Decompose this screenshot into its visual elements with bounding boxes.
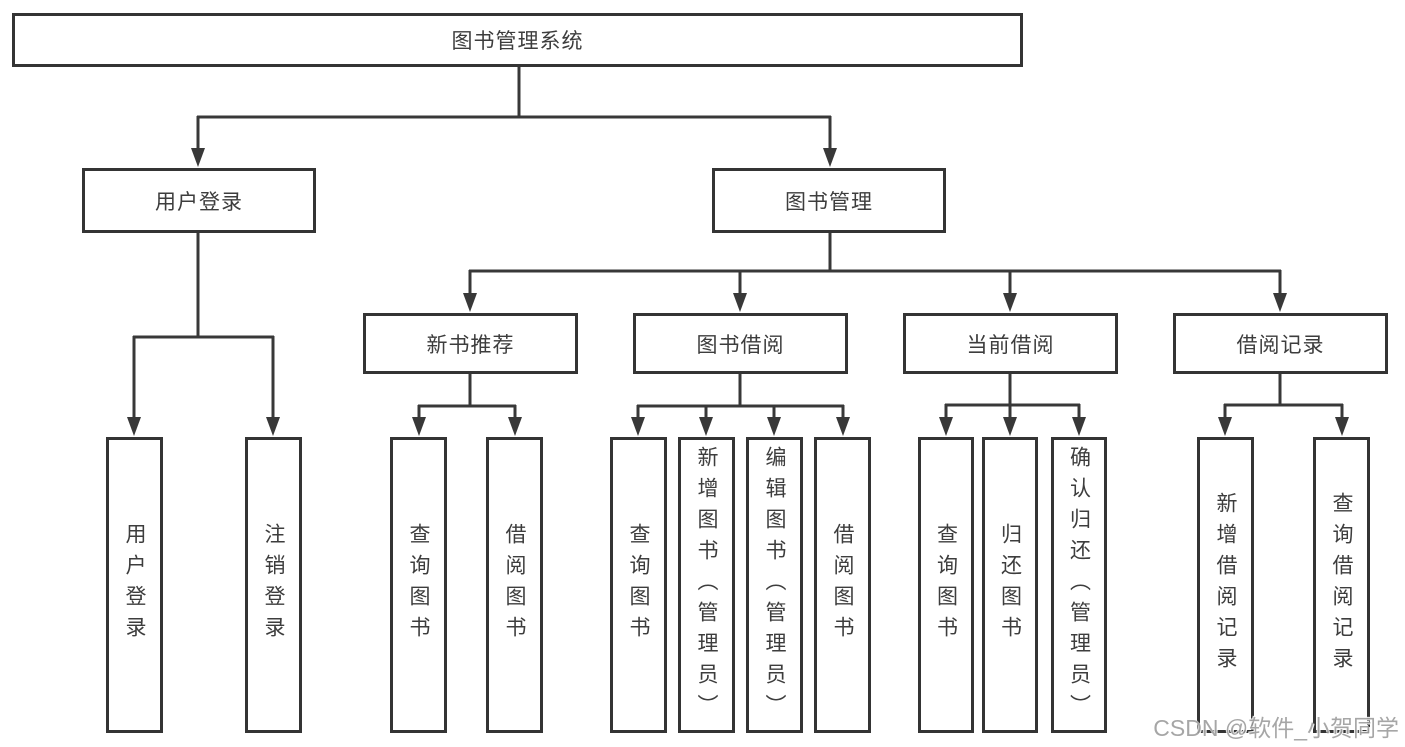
- node-book-borrow: 图书借阅: [633, 313, 848, 374]
- connector-strokes: [132, 66, 1344, 419]
- connector-arrowheads: [127, 148, 1349, 436]
- node-borrow-records: 借阅记录: [1173, 313, 1388, 374]
- node-root-system: 图书管理系统: [12, 13, 1023, 67]
- leaf-logout-login: 注销登录: [245, 437, 302, 733]
- leaf-borrow-add-books-admin: 新增图书（管理员）: [678, 437, 735, 733]
- node-new-book-recommend: 新书推荐: [363, 313, 578, 374]
- leaf-recommend-borrow-books: 借阅图书: [486, 437, 543, 733]
- leaf-recommend-query-books: 查询图书: [390, 437, 447, 733]
- node-book-management: 图书管理: [712, 168, 946, 233]
- leaf-records-query-record: 查询借阅记录: [1313, 437, 1370, 733]
- leaf-current-query-books: 查询图书: [918, 437, 974, 733]
- leaf-current-return-books: 归还图书: [982, 437, 1038, 733]
- node-user-login: 用户登录: [82, 168, 316, 233]
- leaf-borrow-edit-books-admin: 编辑图书（管理员）: [746, 437, 803, 733]
- leaf-current-confirm-return-admin: 确认归还（管理员）: [1051, 437, 1107, 733]
- leaf-borrow-query-books: 查询图书: [610, 437, 667, 733]
- node-current-borrow: 当前借阅: [903, 313, 1118, 374]
- leaf-user-login: 用户登录: [106, 437, 163, 733]
- leaf-borrow-borrow-books: 借阅图书: [814, 437, 871, 733]
- leaf-records-add-record: 新增借阅记录: [1197, 437, 1254, 733]
